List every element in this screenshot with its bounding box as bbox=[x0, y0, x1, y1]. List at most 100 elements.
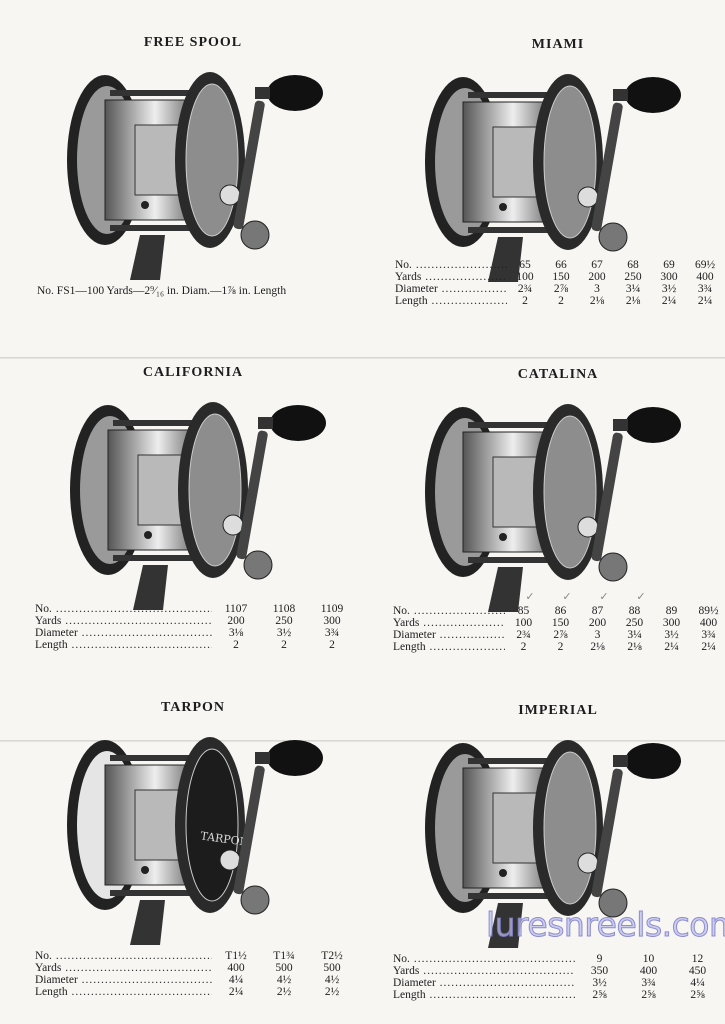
reel-title: CATALINA bbox=[517, 367, 599, 382]
spec-value: 200 bbox=[212, 615, 260, 627]
spec-value: 66 bbox=[543, 259, 579, 271]
reel-section-miami: MIAMI No. ..............................… bbox=[388, 37, 725, 327]
spec-row-label: No. ....................................… bbox=[393, 605, 505, 617]
spec-value-text: 3 bbox=[594, 283, 600, 295]
reel-handle-crank bbox=[591, 432, 623, 562]
spec-value-text: 2⅛ bbox=[627, 641, 642, 653]
reel-section-imperial: IMPERIAL No. ...........................… bbox=[388, 703, 725, 1013]
reel-drag-knob bbox=[219, 184, 241, 206]
reel-handle-knob-icon bbox=[625, 743, 681, 779]
pencil-checkmark-icon: ✓ bbox=[562, 591, 572, 603]
spec-value-text: 4¼ bbox=[228, 974, 244, 986]
spec-value: 2¼ bbox=[690, 641, 725, 653]
spec-label-wrap: No. ....................................… bbox=[393, 605, 505, 617]
spec-value-text: 12 bbox=[691, 953, 704, 965]
spec-row-length: Length .................................… bbox=[393, 989, 722, 1001]
spec-value-text: 2¼ bbox=[664, 641, 679, 653]
spec-value: 3¾ bbox=[308, 627, 356, 639]
spec-value: 2⅞ bbox=[543, 283, 579, 295]
spec-label-text: Diameter bbox=[35, 627, 78, 639]
reel-spec-table: No. ....................................… bbox=[35, 950, 356, 998]
spec-value: 12 bbox=[673, 953, 722, 965]
spec-row-length: Length .................................… bbox=[395, 295, 723, 307]
spec-value: 3½ bbox=[651, 283, 687, 295]
reel-illustration: TARPON bbox=[60, 730, 330, 950]
reel-spec-caption: No. FS1—100 Yards—2⁹⁄₁₆ in. Diam.—1⅞ in.… bbox=[37, 285, 287, 297]
spec-value-text: 67 bbox=[591, 259, 603, 271]
spec-value-text: 300 bbox=[323, 615, 341, 627]
spec-value-text: 100 bbox=[516, 271, 534, 283]
spec-value: 4¼ bbox=[673, 977, 722, 989]
spec-value: 150 bbox=[543, 271, 579, 283]
spec-value: T1¾ bbox=[260, 950, 308, 962]
spec-row-length: Length .................................… bbox=[35, 986, 356, 998]
spec-row-label: Diameter ...............................… bbox=[393, 629, 505, 641]
spec-value-text: 250 bbox=[624, 271, 642, 283]
spec-value-text: 3½ bbox=[664, 629, 679, 641]
spec-value-text: 1107 bbox=[224, 603, 248, 615]
spec-value-text: 10 bbox=[642, 953, 655, 965]
spec-value: 67 bbox=[579, 259, 615, 271]
spec-row-no: No. ....................................… bbox=[393, 592, 725, 618]
spec-value: 1108 bbox=[260, 603, 308, 615]
spec-value-text: 400 bbox=[227, 962, 245, 974]
spec-label-wrap: Diameter ...............................… bbox=[35, 627, 212, 639]
spec-value: 2¼ bbox=[687, 295, 723, 307]
reel-section-california: CALIFORNIA No. .........................… bbox=[25, 365, 365, 665]
spec-row-diameter: Diameter ...............................… bbox=[395, 283, 723, 295]
spec-row-yards: Yards ..................................… bbox=[393, 965, 722, 977]
leader-dots: ........................................… bbox=[439, 977, 575, 989]
spec-value-text: 1109 bbox=[320, 603, 344, 615]
spec-value-text: 1108 bbox=[272, 603, 296, 615]
spec-row-label: No. ....................................… bbox=[35, 950, 212, 962]
reel-spec-table: No. ....................................… bbox=[393, 592, 725, 654]
spec-value-text: 150 bbox=[551, 617, 570, 629]
spec-value: 89½ bbox=[690, 605, 725, 617]
spec-label-wrap: Yards ..................................… bbox=[393, 965, 575, 977]
spec-row-yards: Yards ..................................… bbox=[395, 271, 723, 283]
spec-label-text: No. bbox=[393, 605, 410, 617]
spec-value-text: 250 bbox=[625, 617, 644, 629]
spec-value: 69½ bbox=[687, 259, 723, 271]
spec-value-text: 400 bbox=[696, 271, 714, 283]
spec-label-text: No. bbox=[393, 953, 410, 965]
spec-value: 2 bbox=[308, 639, 356, 651]
spec-value: 2⅛ bbox=[579, 641, 616, 653]
spec-value-text: 500 bbox=[275, 962, 293, 974]
reel-stem-icon bbox=[130, 900, 165, 945]
spec-value: 2½ bbox=[308, 986, 356, 998]
spec-value-text: 3¾ bbox=[324, 627, 340, 639]
leader-dots: ........................................… bbox=[415, 259, 507, 271]
spec-value-text: 4½ bbox=[324, 974, 340, 986]
spec-value: 2 bbox=[542, 641, 579, 653]
leader-dots: ........................................… bbox=[65, 962, 212, 974]
leader-dots: ........................................… bbox=[441, 283, 507, 295]
spec-value: T2½ bbox=[308, 950, 356, 962]
reel-handle-knob-icon bbox=[267, 75, 323, 111]
spec-value-text: 2¼ bbox=[697, 295, 713, 307]
spec-value-text: 2⅝ bbox=[641, 989, 656, 1001]
reel-handle-knob-icon bbox=[243, 550, 273, 580]
spec-value: 2 bbox=[260, 639, 308, 651]
spec-label-wrap: Yards ..................................… bbox=[393, 617, 505, 629]
leader-dots: ........................................… bbox=[423, 965, 575, 977]
spec-label-text: Yards bbox=[35, 615, 62, 627]
reel-title: TARPON bbox=[160, 700, 226, 715]
pencil-checkmark-icon: ✓ bbox=[599, 591, 609, 603]
spec-value: 3 bbox=[579, 629, 616, 641]
reel-handle-knob-icon bbox=[598, 888, 628, 918]
spec-value-text: 86 bbox=[554, 605, 567, 617]
spec-value: 100 bbox=[505, 617, 542, 629]
spec-value-text: 69½ bbox=[694, 259, 716, 271]
spec-value-text: 9 bbox=[596, 953, 603, 965]
reel-drag-knob bbox=[222, 514, 244, 536]
spec-value: 400 bbox=[690, 617, 725, 629]
spec-value-text: 3¾ bbox=[701, 629, 716, 641]
spec-value-text: 2 bbox=[281, 639, 287, 651]
reel-handle-knob-icon bbox=[267, 740, 323, 776]
spec-value: 3 bbox=[579, 283, 615, 295]
spec-value-text: 450 bbox=[688, 965, 707, 977]
spec-value: 400 bbox=[624, 965, 673, 977]
spec-value: 3½ bbox=[260, 627, 308, 639]
spec-row-label: Length .................................… bbox=[35, 639, 212, 651]
